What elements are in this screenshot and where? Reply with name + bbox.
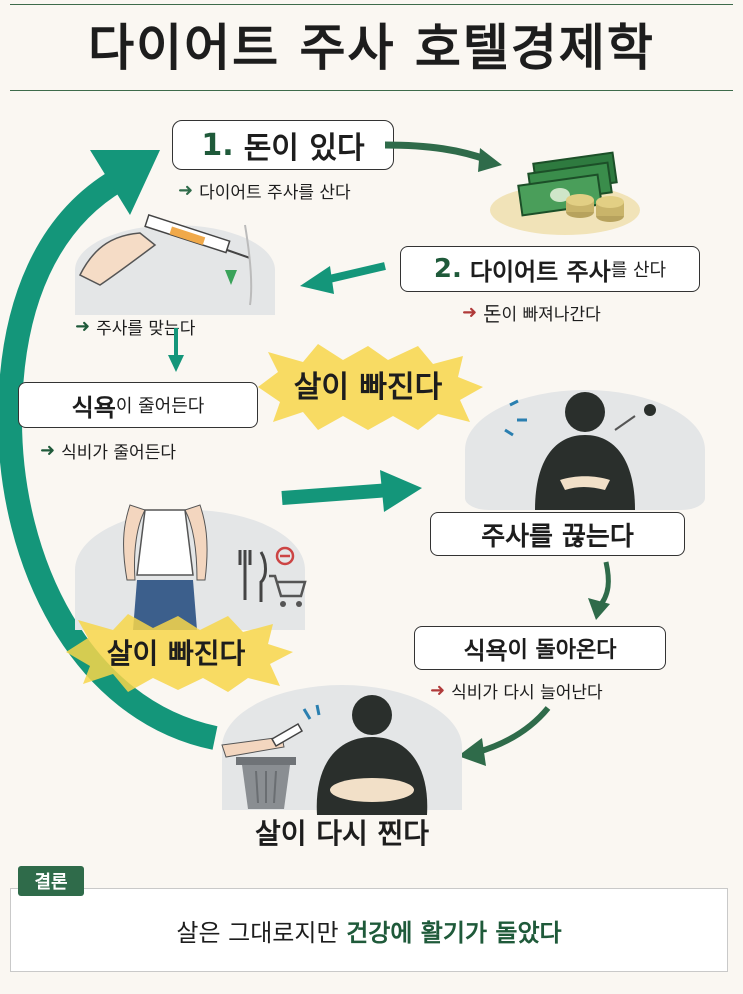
conclusion-tag: 결론 <box>18 866 84 896</box>
step2-strong: 다이어트 주사 <box>469 257 611 286</box>
no-sign-icon <box>275 546 295 566</box>
step2-number: 2. <box>433 254 462 284</box>
slim-illustration <box>75 480 307 630</box>
arrow-icon: ➜ <box>178 180 194 201</box>
page-title: 다이어트 주사 호텔경제학 <box>88 19 655 77</box>
title-rule <box>10 90 733 91</box>
burst-top-shape <box>258 344 483 430</box>
appetite-back-sub: ➜ 식비가 다시 늘어난다 <box>430 680 603 703</box>
arrow-icon: ➜ <box>40 440 56 461</box>
appetite-back-box: 식욕 이 돌아온다 <box>414 626 666 670</box>
conclusion-part1: 살은 그대로지만 <box>176 918 347 947</box>
step2-sub: ➜ 돈 이 빠져나간다 <box>462 302 601 326</box>
conclusion-part2: 건강에 활기가 돌았다 <box>346 918 562 947</box>
stop-box: 주사를 끊는다 <box>430 512 685 556</box>
arrow-icon: ➜ <box>430 680 446 701</box>
step1-number: 1. <box>201 127 234 163</box>
step1-sub: ➜ 다이어트 주사를 산다 <box>178 180 351 203</box>
figure-illustration <box>465 380 705 510</box>
money-illustration <box>490 150 640 240</box>
arrow-icon: ➜ <box>75 316 91 337</box>
trash-can-icon <box>236 757 296 809</box>
cart-icon <box>269 574 307 607</box>
step1-label: 돈이 있다 <box>243 131 365 166</box>
person-heavy-icon <box>221 695 428 815</box>
step1-box: 1. 돈이 있다 <box>172 120 394 170</box>
conclusion-box: 살은 그대로지만 건강에 활기가 돌았다 <box>10 888 728 972</box>
arrow-icon: ➜ <box>462 302 478 323</box>
money-icon <box>517 151 624 222</box>
person-icon <box>504 392 656 510</box>
inject-sub: ➜ 주사를 맞는다 <box>75 316 196 339</box>
step2-rest: 를 산다 <box>610 260 667 281</box>
burst-top-label: 살이 빠진다 <box>293 370 443 405</box>
regain-illustration <box>221 685 462 815</box>
step2-box: 2. 다이어트 주사 를 산다 <box>400 246 700 292</box>
top-rule <box>10 4 733 5</box>
injection-illustration <box>75 205 275 315</box>
appetite-rest: 이 줄어든다 <box>115 396 205 417</box>
burst-left-label: 살이 빠진다 <box>106 637 246 670</box>
burst-left-shape <box>66 614 293 692</box>
appetite-sub: ➜ 식비가 줄어든다 <box>40 440 176 463</box>
person-slim-icon <box>123 504 267 630</box>
appetite-box: 식욕 이 줄어든다 <box>18 382 258 428</box>
regain-label: 살이 다시 찐다 <box>254 817 430 850</box>
syringe-icon <box>78 213 253 306</box>
appetite-strong: 식욕 <box>71 393 116 422</box>
